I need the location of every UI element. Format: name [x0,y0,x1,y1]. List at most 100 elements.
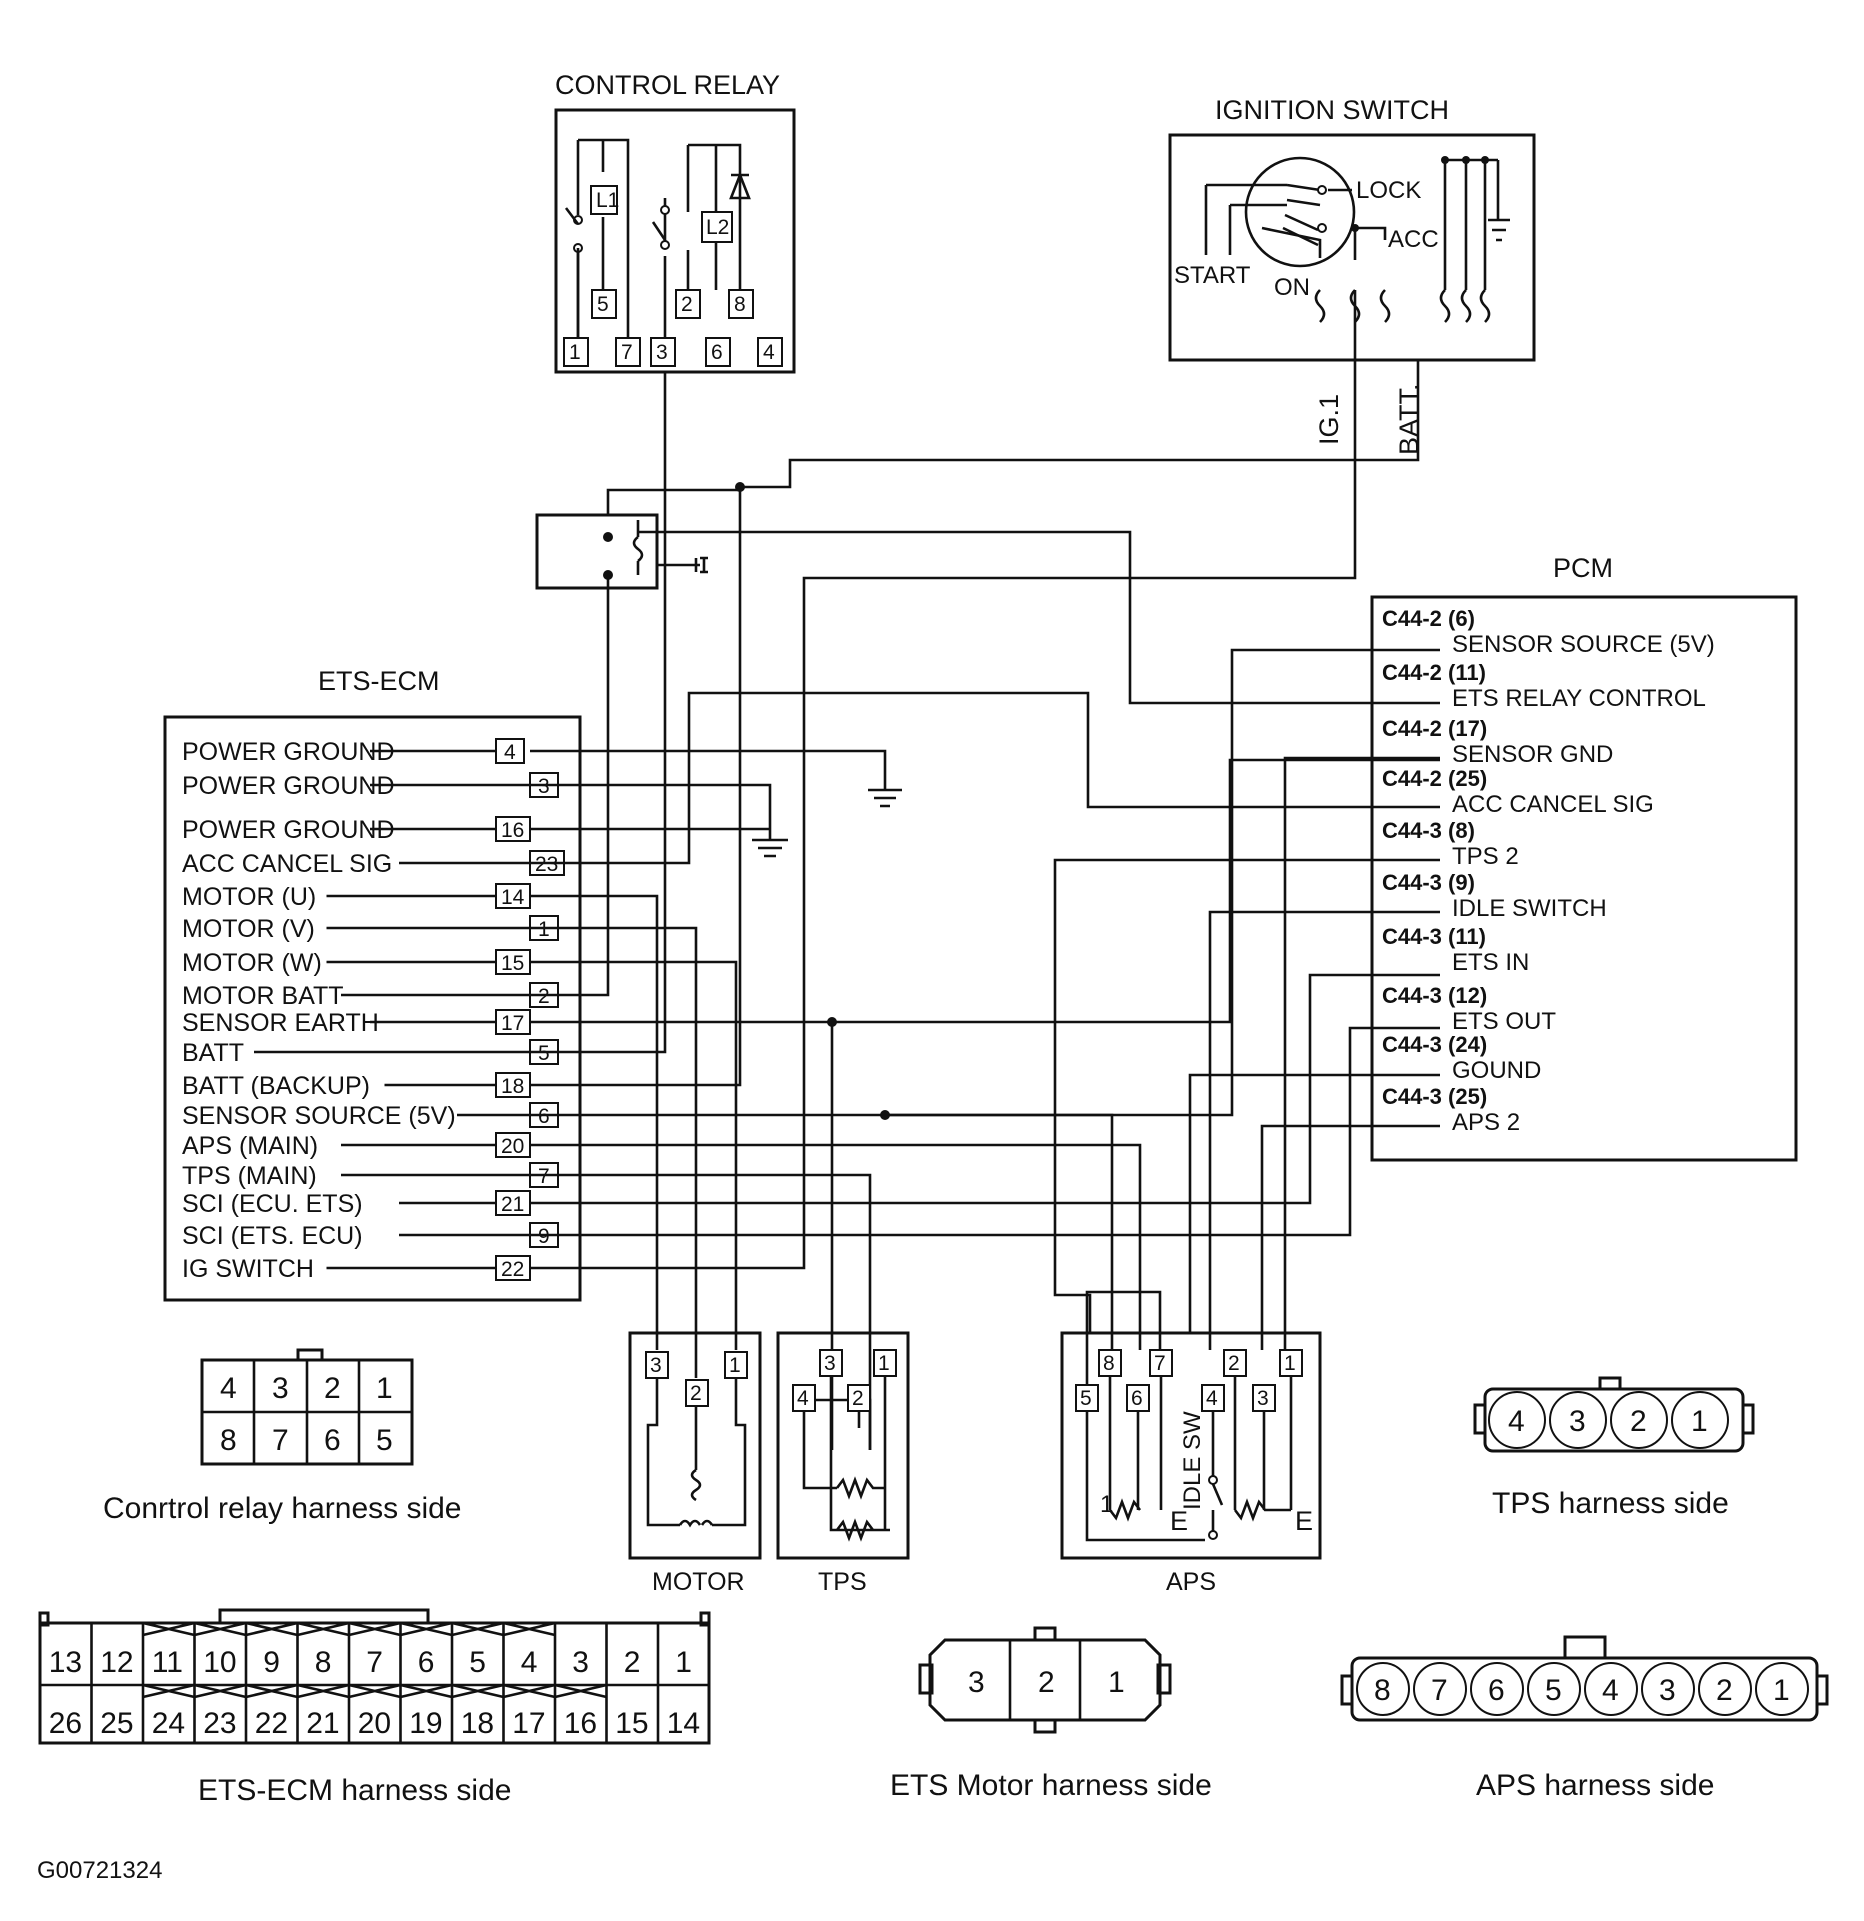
tps-pin-2: 2 [852,1387,864,1410]
tps-harness-pin: 3 [1569,1405,1586,1438]
control-relay-title: CONTROL RELAY [555,70,780,100]
ecm-harness-pin: 11 [152,1646,183,1679]
ecm-harness-caption: ETS-ECM harness side [198,1774,511,1807]
relay-harness-caption: Conrtrol relay harness side [103,1492,462,1525]
relay-harness-pin: 4 [220,1372,237,1405]
ecm-harness-pin: 12 [100,1646,133,1679]
ecm-harness-pin: 15 [615,1707,648,1740]
ecm-pin-number: 20 [501,1135,524,1158]
aps-harness-pin: 4 [1602,1674,1619,1707]
ecm-row-label: POWER GROUND [182,772,395,800]
ecm-row-label: MOTOR (U) [182,883,316,911]
aps-label: APS [1166,1568,1216,1596]
ecm-pin-box [495,1255,531,1281]
aps-box [1060,1331,1322,1560]
pcm-signal-label: SENSOR SOURCE (5V) [1452,631,1715,658]
aps-harness-pin: 8 [1374,1674,1391,1707]
fuse-box [535,513,708,590]
ecm-pin-number: 17 [501,1012,524,1035]
ecm-pin-number: 15 [501,952,524,975]
ig1-label: IG.1 [1314,394,1344,445]
relay-pin-4: 4 [763,341,775,364]
tps-harness-cavity [1549,1391,1607,1449]
aps-harness-pin: 2 [1716,1674,1733,1707]
aps-pin-4: 4 [1206,1387,1218,1410]
aps: 8 7 2 1 5 6 4 3 IDLE SW 1 E E APS [1060,1331,1322,1596]
tps-box [776,1331,910,1560]
wiring [530,290,1440,1450]
ecm-pin-box [495,738,525,764]
fuse-box-outline [535,513,659,590]
acc-label: ACC [1388,226,1439,253]
pcm-pin-id: C44-3 (12) [1382,983,1487,1008]
start-label: START [1174,262,1251,289]
aps-pin-8: 8 [1103,1352,1115,1375]
motor-harness-caption: ETS Motor harness side [890,1769,1212,1802]
ecm-pin-number: 16 [501,819,524,842]
tps-pin-1: 1 [878,1352,890,1375]
relay-pin-7: 7 [621,341,633,364]
ecm-row-label: SENSOR SOURCE (5V) [182,1102,456,1130]
ecm-row-label: SENSOR EARTH [182,1009,379,1037]
aps-earth-2: E [1295,1506,1313,1536]
ecm-harness-pin: 24 [152,1707,185,1740]
ecm-row-label: SCI (ETS. ECU) [182,1222,363,1250]
aps-harness-pin: 7 [1431,1674,1448,1707]
ecm-row-label: SCI (ECU. ETS) [182,1190,363,1218]
aps-harness-cavity [1584,1662,1638,1716]
relay-inner-pin-8: 8 [734,293,746,316]
relay-inner-pin-5: 5 [597,293,609,316]
pcm-box [1370,595,1798,1162]
ecm-row-label: MOTOR BATT [182,982,344,1010]
pcm-pin-id: C44-3 (24) [1382,1032,1487,1057]
ecm-row-label: ACC CANCEL SIG [182,850,392,878]
tps-pin-4: 4 [797,1387,809,1410]
ecm-row-label: APS (MAIN) [182,1132,318,1160]
ecm-harness-pin: 19 [409,1707,442,1740]
pcm-rows: C44-2 (6)SENSOR SOURCE (5V)C44-2 (11)ETS… [1382,606,1715,1136]
motor-pin-1: 1 [729,1354,741,1377]
aps-pin-5: 5 [1080,1387,1092,1410]
ecm-row-label: IG SWITCH [182,1255,314,1283]
idle-sw-label: IDLE SW [1179,1411,1206,1510]
ecm-harness-pin: 25 [100,1707,133,1740]
relay-harness-pin: 2 [324,1372,341,1405]
ecm-harness-pin: 13 [49,1646,82,1679]
pcm-title: PCM [1553,553,1613,583]
relay-pin-3: 3 [656,341,668,364]
aps-harness-cavity [1641,1662,1695,1716]
ecm-harness-pin: 14 [667,1707,700,1740]
motor-pin-3: 3 [650,1354,662,1377]
pcm-pin-id: C44-2 (25) [1382,766,1487,791]
aps-pin-2: 2 [1228,1352,1240,1375]
relay-pin-6: 6 [711,341,723,364]
ecm-pin-number: 6 [538,1105,550,1128]
pcm-signal-label: ACC CANCEL SIG [1452,791,1654,818]
ecm-harness-pin: 26 [49,1707,82,1740]
tps-harness-cavity [1610,1391,1668,1449]
pcm-pin-id: C44-2 (17) [1382,716,1487,741]
ecm-pin-number: 3 [538,775,550,798]
aps-harness-caption: APS harness side [1476,1769,1714,1802]
pcm-signal-label: GOUND [1452,1057,1541,1084]
aps-harness-pin: 3 [1659,1674,1676,1707]
ecm-harness-pin: 7 [366,1646,383,1679]
pcm-pin-id: C44-2 (6) [1382,606,1475,631]
relay-harness-pin: 7 [272,1424,289,1457]
ecm-harness-pin: 2 [624,1646,641,1679]
control-relay: CONTROL RELAY L1 L2 5 2 8 1 7 3 6 4 [554,70,796,374]
motor-pin-2: 2 [690,1382,702,1405]
ecm-harness-pin: 22 [255,1707,288,1740]
ecm-harness-pin: 16 [564,1707,597,1740]
pcm-pin-id: C44-3 (8) [1382,818,1475,843]
ecm-harness-pin: 10 [203,1646,236,1679]
relay-inner-pin-2: 2 [681,293,693,316]
motor-harness-pin: 3 [968,1666,985,1699]
ecm-harness-pin: 9 [263,1646,280,1679]
control-relay-box [554,108,796,374]
pcm-pin-id: C44-2 (11) [1382,660,1486,685]
